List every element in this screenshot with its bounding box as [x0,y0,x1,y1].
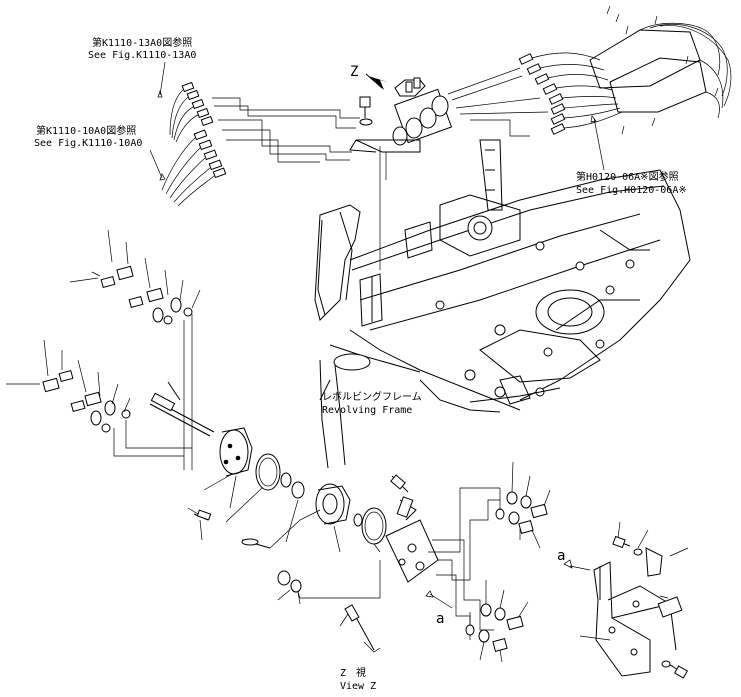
hose-bundle-upper [169,81,214,143]
frame-label-jp: レボルビングフレーム [322,390,422,403]
side-bracket [563,521,689,679]
solenoid-valve-assembly [349,77,453,270]
hose-bundle-right [518,5,732,135]
ref-label-mid-en: See Fig.K1110-10A0 [34,138,142,149]
a-marker-right: a [557,548,565,564]
ref-label-top-jp: 第K1110-13A0図参照 [92,36,192,49]
frame-label-en: Revolving Frame [322,405,412,416]
ref-label-mid-jp: 第K1110-10A0図参照 [36,124,136,137]
routing-lines-right [447,67,549,137]
swivel-joint-parts [149,381,387,605]
z-view-marker: Z [350,64,358,80]
view-label-jp: Z 視 [340,666,366,679]
view-label-en: View Z [340,681,376,692]
ref-label-top-en: See Fig.K1110-13A0 [88,50,196,61]
a-marker-bracket: a [436,611,444,627]
routing-lines-upper [212,97,360,163]
fittings-group-left [6,229,201,470]
fittings-group-right [465,461,551,663]
reference-leaders [149,61,605,181]
hose-bundle-middle [161,129,227,207]
revolving-frame [314,139,691,469]
z-arrow-icon [365,73,388,90]
view-z-bracket [339,474,500,653]
ref-label-right-en: See Fig.H0120-06A※ [576,185,687,196]
